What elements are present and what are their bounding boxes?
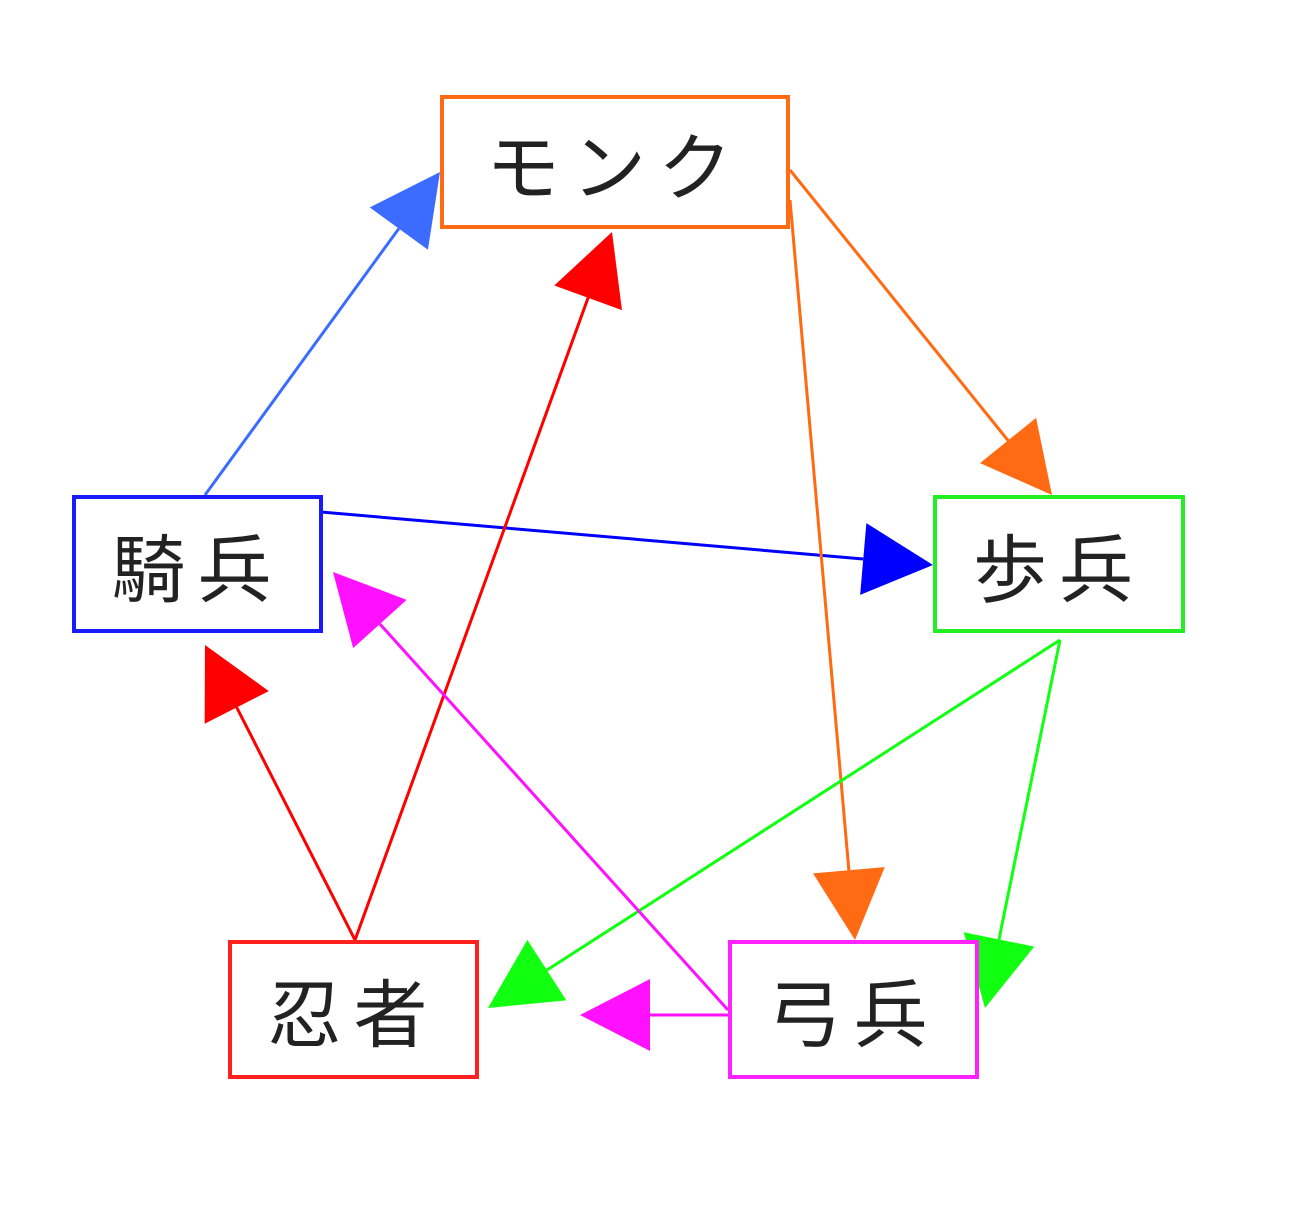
edge-line [378, 622, 730, 1012]
edge-line [997, 639, 1062, 940]
arrowhead-icon [860, 523, 933, 595]
arrowhead-icon [580, 979, 650, 1051]
arrowhead-icon [980, 417, 1052, 495]
edge-archer-to-ninja [580, 979, 728, 1051]
edge-monk-to-infantry [788, 169, 1052, 495]
edge-line [546, 638, 1061, 972]
arrowhead-icon [369, 172, 440, 250]
arrowhead-icon [204, 645, 269, 724]
edge-line [203, 227, 401, 496]
node-monk: モンク [440, 95, 790, 229]
edge-line [353, 297, 590, 941]
arrowhead-icon [554, 232, 622, 311]
edge-ninja-to-monk [353, 232, 622, 941]
arrowhead-icon [813, 867, 885, 940]
edge-line [788, 169, 1010, 442]
edge-infantry-to-ninja [488, 638, 1061, 1008]
edge-cavalry-to-monk [203, 172, 440, 496]
edge-monk-to-archer [788, 199, 885, 940]
arrowhead-icon [488, 939, 567, 1008]
edge-infantry-to-archer [963, 639, 1062, 1008]
edge-archer-to-cavalry [333, 572, 730, 1012]
node-archer: 弓兵 [728, 940, 979, 1079]
edge-cavalry-to-infantry [239, 503, 933, 595]
edge-line [239, 503, 864, 561]
edge-ninja-to-cavalry [204, 645, 357, 941]
arrowhead-icon [963, 932, 1035, 1008]
node-ninja: 忍者 [228, 940, 479, 1079]
edge-line [788, 199, 851, 871]
arrowhead-icon [333, 572, 407, 649]
node-cavalry: 騎兵 [72, 495, 323, 633]
node-infantry: 歩兵 [933, 495, 1185, 633]
edge-line [235, 706, 357, 941]
